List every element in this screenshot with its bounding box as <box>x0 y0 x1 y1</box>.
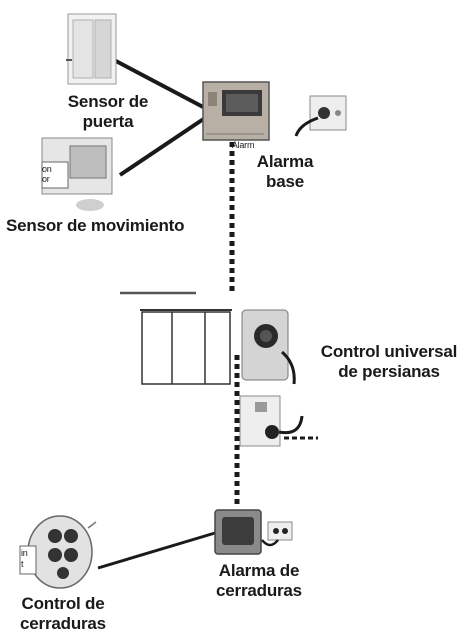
wall-plug-icon <box>239 395 318 447</box>
lock-alarm-icon <box>214 509 293 555</box>
window-icon <box>120 291 232 385</box>
door-sensor-icon <box>66 13 117 85</box>
line-door-to-base <box>113 58 206 110</box>
label-base-alarm: Alarma base <box>256 152 314 191</box>
remote-control-icon <box>19 515 97 589</box>
label-shutter-control: Control universal de persianas <box>320 342 458 381</box>
connection-lines <box>97 58 240 570</box>
shutter-control-icon <box>241 309 296 385</box>
motion-sensor-fragment-text: on or <box>42 164 52 184</box>
remote-fragment-text: in t <box>21 548 28 569</box>
label-door-sensor: Sensor de puerta <box>67 92 149 131</box>
line-remote-to-lock-alarm <box>97 531 216 570</box>
base-alarm-icon <box>202 81 270 141</box>
base-alarm-fragment-text: Alarm <box>231 140 255 150</box>
label-lock-alarm: Alarma de cerraduras <box>216 561 302 600</box>
motion-sensor-icon <box>41 137 113 211</box>
label-lock-control: Control de cerraduras <box>20 594 106 633</box>
line-motion-to-base <box>118 116 207 177</box>
label-motion-sensor: Sensor de movimiento <box>6 216 185 235</box>
wall-outlet-icon <box>294 95 347 137</box>
